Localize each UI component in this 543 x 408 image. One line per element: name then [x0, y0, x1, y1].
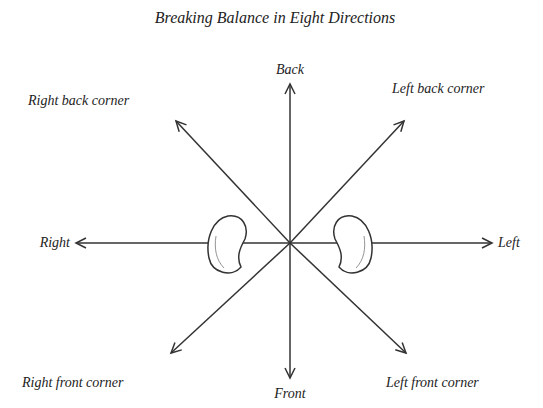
- front-arrow: [289, 243, 291, 378]
- shade-line: [215, 236, 224, 268]
- direction-label: Right: [40, 234, 70, 251]
- direction-label: Right back corner: [28, 92, 129, 109]
- back-arrow: [289, 84, 291, 243]
- diagram-title: Breaking Balance in Eight Directions: [155, 8, 396, 27]
- foot-print: [208, 216, 246, 273]
- direction-label: Left front corner: [386, 374, 479, 391]
- direction-label: Left: [498, 234, 520, 251]
- direction-label: Front: [274, 385, 305, 402]
- shade-line: [356, 236, 365, 268]
- right-arrow: [76, 242, 290, 244]
- foot-shading: [215, 236, 364, 268]
- direction-label: Back: [276, 61, 304, 78]
- direction-label: Left back corner: [392, 80, 485, 97]
- arrow-lines: [76, 84, 492, 378]
- footprints: [208, 216, 372, 273]
- left-arrow: [290, 242, 492, 244]
- direction-label: Right front corner: [22, 374, 123, 391]
- foot-print: [334, 216, 372, 273]
